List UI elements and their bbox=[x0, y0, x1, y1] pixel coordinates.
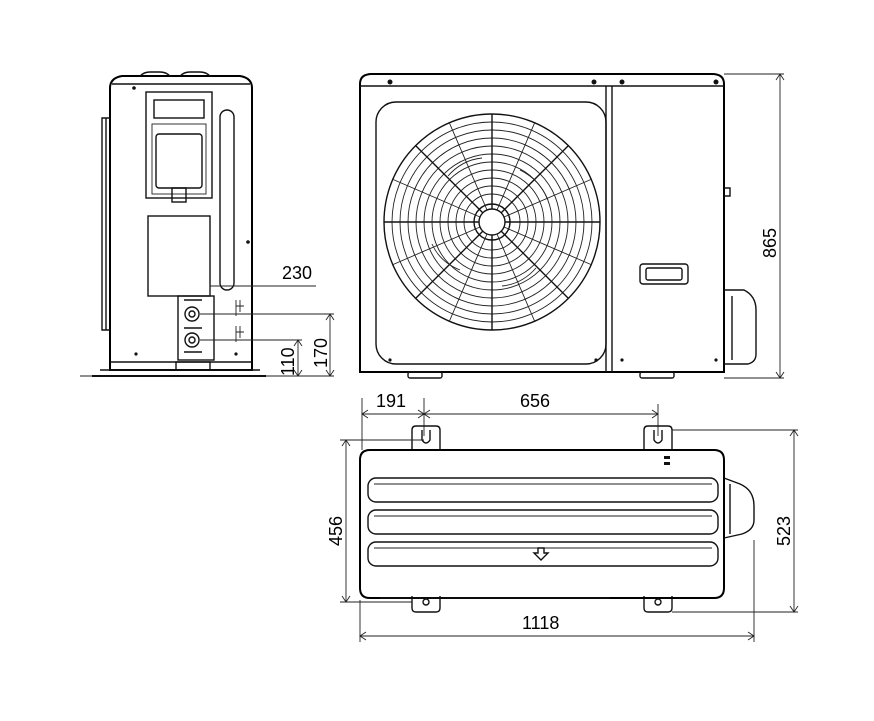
dim-1118-label: 1118 bbox=[522, 613, 559, 633]
dim-865-label: 865 bbox=[760, 228, 780, 258]
dim-230-label: 230 bbox=[282, 263, 312, 283]
fan-grille-icon bbox=[383, 113, 601, 331]
dim-456-label: 456 bbox=[326, 516, 346, 546]
dim-523-label: 523 bbox=[774, 516, 794, 546]
dim-656-label: 656 bbox=[520, 391, 550, 411]
arrow-down-icon bbox=[532, 547, 550, 561]
top-view: 191 656 456 523 bbox=[326, 391, 799, 642]
front-view: 865 bbox=[359, 73, 785, 379]
dim-191-label: 191 bbox=[376, 391, 406, 411]
dim-110-label: 110 bbox=[278, 347, 298, 376]
side-view: 230 110 170 bbox=[80, 71, 335, 377]
dim-170-label: 170 bbox=[311, 338, 331, 368]
